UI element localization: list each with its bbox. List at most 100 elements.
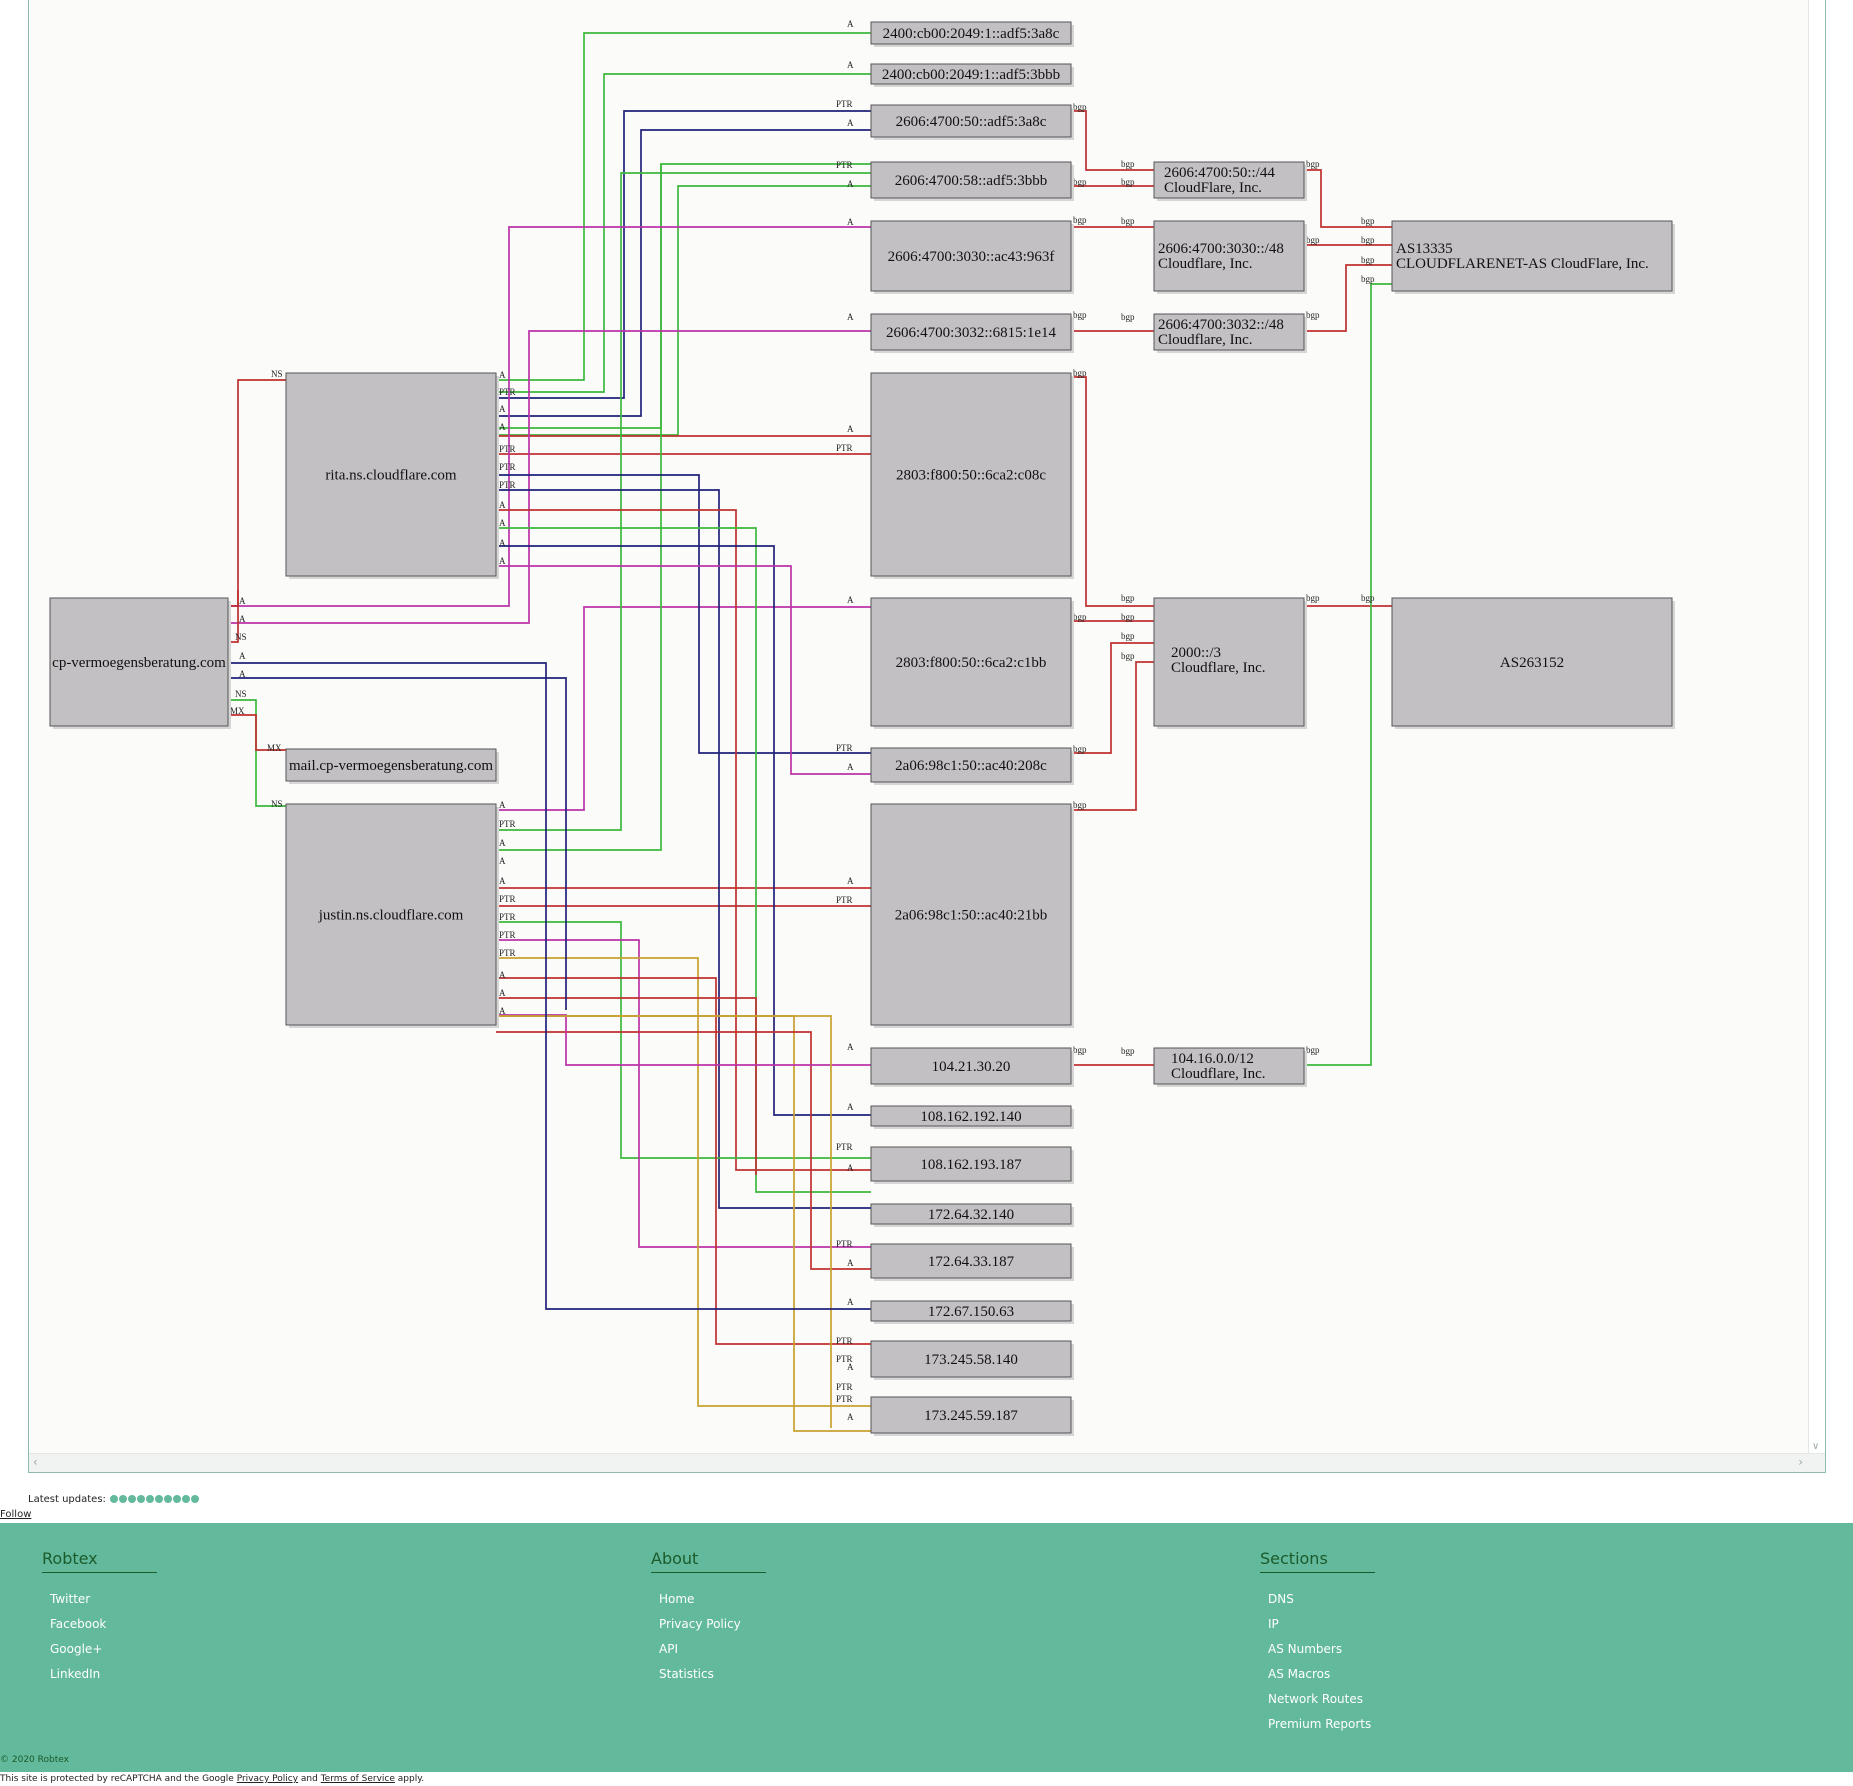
terms-of-service-link[interactable]: Terms of Service	[320, 1774, 395, 1784]
node-label: Cloudflare, Inc.	[1158, 332, 1253, 348]
scroll-down-icon[interactable]: ∨	[1812, 1441, 1820, 1452]
edge-label: A	[499, 970, 506, 980]
update-dot[interactable]	[128, 1495, 137, 1503]
graph-edge	[496, 977, 871, 1345]
node-label: Cloudflare, Inc.	[1158, 256, 1253, 272]
node-label: 2803:f800:50::6ca2:c1bb	[896, 655, 1047, 671]
edge-label: bgp	[1361, 255, 1375, 265]
node-ip-5[interactable]: 2606:4700:3030::ac43:963f	[870, 220, 1074, 294]
edge-label: A	[499, 538, 506, 548]
footer-link-as-macros[interactable]: AS Macros	[1268, 1667, 1331, 1681]
footer-heading: About	[651, 1549, 766, 1573]
edge-label: PTR	[836, 1394, 853, 1404]
edge-label: A	[847, 1163, 854, 1173]
node-ip-3[interactable]: 2606:4700:50::adf5:3a8c	[870, 104, 1074, 140]
edge-label: A	[847, 60, 854, 70]
edge-label: A	[499, 988, 506, 998]
vertical-scrollbar[interactable]: ∨	[1808, 0, 1825, 1454]
update-dot[interactable]	[119, 1495, 128, 1503]
node-cp-vermoegensberatung[interactable]: cp-vermoegensberatung.com	[49, 597, 231, 729]
node-as263152[interactable]: AS263152	[1391, 597, 1675, 729]
follow-link[interactable]: Follow	[0, 1509, 32, 1520]
node-ip-9[interactable]: 2a06:98c1:50::ac40:208c	[870, 747, 1074, 785]
footer-link-facebook[interactable]: Facebook	[50, 1617, 107, 1631]
edge-label: PTR	[836, 99, 853, 109]
footer-link-api[interactable]: API	[659, 1642, 678, 1656]
node-ip-18[interactable]: 173.245.59.187	[870, 1396, 1074, 1436]
edge-label: bgp	[1306, 310, 1320, 320]
edge-label: bgp	[1121, 159, 1135, 169]
latest-updates: Latest updates:	[28, 1494, 200, 1505]
node-ip-12[interactable]: 108.162.192.140	[870, 1105, 1074, 1129]
update-dot[interactable]	[173, 1495, 182, 1503]
node-ip-1[interactable]: 2400:cb00:2049:1::adf5:3a8c	[870, 21, 1074, 47]
graph-edge	[496, 545, 871, 1116]
graph-nodes: cp-vermoegensberatung.com rita.ns.cloudfl…	[49, 21, 1675, 1436]
node-ip-4[interactable]: 2606:4700:58::adf5:3bbb	[870, 161, 1074, 201]
node-ip-8[interactable]: 2803:f800:50::6ca2:c1bb	[870, 597, 1074, 729]
edge-label: A	[499, 422, 506, 432]
node-rita-ns[interactable]: rita.ns.cloudflare.com	[285, 372, 499, 579]
scroll-left-icon[interactable]: ‹	[33, 1455, 38, 1469]
node-ip-17[interactable]: 173.245.58.140	[870, 1340, 1074, 1380]
update-dot[interactable]	[137, 1495, 146, 1503]
recaptcha-notice: This site is protected by reCAPTCHA and …	[0, 1774, 424, 1784]
graph-edge	[1071, 642, 1154, 754]
footer-link-twitter[interactable]: Twitter	[50, 1592, 91, 1606]
graph-edge	[1304, 283, 1392, 1066]
node-ip-13[interactable]: 108.162.193.187	[870, 1146, 1074, 1184]
graph-edge	[228, 590, 239, 643]
node-ip-7[interactable]: 2803:f800:50::6ca2:c08c	[870, 372, 1074, 579]
node-ip-14[interactable]: 172.64.32.140	[870, 1203, 1074, 1227]
update-dot[interactable]	[146, 1495, 155, 1503]
node-ip-2[interactable]: 2400:cb00:2049:1::adf5:3bbb	[870, 63, 1074, 87]
node-justin-ns[interactable]: justin.ns.cloudflare.com	[285, 803, 499, 1028]
node-ip-11[interactable]: 104.21.30.20	[870, 1047, 1074, 1087]
update-dot[interactable]	[191, 1495, 200, 1503]
graph-edge	[496, 474, 871, 754]
update-dot[interactable]	[110, 1495, 119, 1503]
node-ip-16[interactable]: 172.67.150.63	[870, 1300, 1074, 1324]
edge-label: A	[847, 424, 854, 434]
footer-link-dns[interactable]: DNS	[1268, 1592, 1294, 1606]
footer-link-privacy-policy[interactable]: Privacy Policy	[659, 1617, 741, 1631]
privacy-policy-link[interactable]: Privacy Policy	[236, 1774, 299, 1784]
edge-label: bgp	[1121, 631, 1135, 641]
footer-column-robtex: Robtex Twitter Facebook Google+ LinkedIn	[42, 1549, 157, 1687]
node-mail[interactable]: mail.cp-vermoegensberatung.com	[285, 748, 499, 784]
horizontal-scrollbar[interactable]: ‹ ›	[29, 1453, 1825, 1472]
dns-graph[interactable]: AAPTRAPTRAAPTRAPTRAAAPTRAAPTRPTRPTRAPTRA…	[29, 0, 1809, 1454]
node-label: 173.245.58.140	[924, 1352, 1018, 1368]
scroll-right-icon[interactable]: ›	[1798, 1455, 1803, 1469]
node-label: cp-vermoegensberatung.com	[52, 655, 226, 671]
update-dot[interactable]	[182, 1495, 191, 1503]
footer-link-statistics[interactable]: Statistics	[659, 1667, 714, 1681]
footer-link-linkedin[interactable]: LinkedIn	[50, 1667, 101, 1681]
node-label: 2606:4700:50::/44	[1164, 165, 1275, 181]
edge-label: A	[847, 217, 854, 227]
footer-link-premium-reports[interactable]: Premium Reports	[1268, 1717, 1372, 1731]
update-dot[interactable]	[164, 1495, 173, 1503]
edge-label: PTR	[499, 912, 516, 922]
edge-label: A	[847, 595, 854, 605]
node-label: 2400:cb00:2049:1::adf5:3a8c	[883, 26, 1060, 42]
node-ip-15[interactable]: 172.64.33.187	[870, 1243, 1074, 1281]
node-ip-6[interactable]: 2606:4700:3032::6815:1e14	[870, 313, 1074, 353]
node-ip-10[interactable]: 2a06:98c1:50::ac40:21bb	[870, 803, 1074, 1028]
footer-link-as-numbers[interactable]: AS Numbers	[1268, 1642, 1343, 1656]
latest-updates-label: Latest updates:	[28, 1494, 106, 1505]
footer-link-ip[interactable]: IP	[1268, 1617, 1279, 1631]
footer-link-googleplus[interactable]: Google+	[50, 1642, 103, 1656]
update-dot[interactable]	[155, 1495, 164, 1503]
node-label: CLOUDFLARENET-AS CloudFlare, Inc.	[1396, 256, 1649, 272]
edge-label: A	[499, 370, 506, 380]
footer-link-network-routes[interactable]: Network Routes	[1268, 1692, 1364, 1706]
footer-link-home[interactable]: Home	[659, 1592, 695, 1606]
